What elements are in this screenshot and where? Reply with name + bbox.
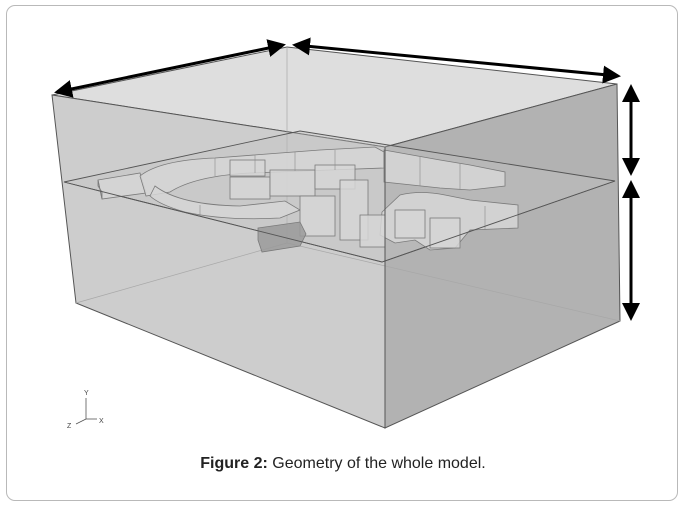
width-arrow-right (292, 37, 621, 84)
figure-caption: Figure 2: Geometry of the whole model. (0, 455, 686, 473)
x-axis-label: X (99, 418, 104, 425)
internal-structure (97, 146, 519, 253)
y-axis-label: Y (84, 390, 89, 397)
z-axis-line (75, 418, 87, 425)
caption-label: Figure 2: (200, 455, 268, 472)
width-arrow-left (54, 39, 286, 98)
box-front-edge (63, 181, 383, 263)
structure-edges (199, 150, 486, 229)
hidden-edge (75, 242, 288, 304)
dimension-arrows (54, 37, 640, 321)
box-front-edge (381, 180, 616, 263)
axis-triad (75, 398, 97, 425)
caption-text: Geometry of the whole model. (272, 455, 486, 472)
hidden-edge (286, 242, 621, 322)
z-axis-label: Z (67, 423, 72, 430)
